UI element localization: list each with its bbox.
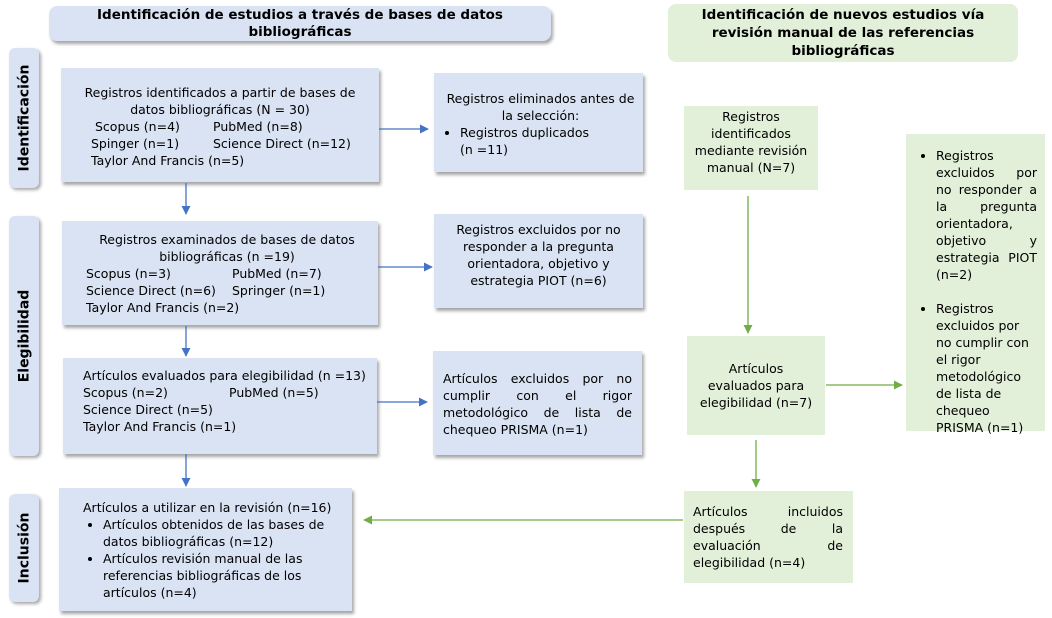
header-databases: Identificación de estudios a través de b…	[49, 6, 551, 41]
box1-line1: Registros identificados a partir de base…	[84, 85, 356, 100]
phase-inclusion: Inclusión	[9, 494, 39, 602]
box1-taylor: Taylor And Francis (n=5)	[91, 153, 245, 168]
header-manual-review: Identificación de nuevos estudios vía re…	[668, 4, 1018, 62]
box-manual-excluded: Registros excluidos por no responder a l…	[906, 134, 1045, 435]
excluded2-text: Artículos excluidos por no cumplir con e…	[443, 371, 632, 437]
header-manual-review-text: Identificación de nuevos estudios vía re…	[701, 7, 985, 59]
box4-line1: Artículos a utilizar en la revisión (n=1…	[83, 500, 332, 515]
box-articles-evaluated: Artículos evaluados para elegibilidad (n…	[63, 358, 377, 454]
box1-scopus: Scopus (n=4)	[95, 119, 180, 134]
box-manual-included: Artículos incluidos después de la evalua…	[684, 491, 853, 583]
box3-sciencedirect: Science Direct (n=5)	[83, 402, 213, 417]
box2-scopus: Scopus (n=3)	[86, 266, 171, 281]
box4-bullet-databases: Artículos obtenidos de las bases de dato…	[103, 516, 342, 550]
removed-line1: Registros eliminados antes de	[446, 91, 635, 106]
box-records-excluded-piot: Registros excluidos por no responder a l…	[434, 214, 643, 308]
box2-taylor: Taylor And Francis (n=2)	[86, 300, 240, 315]
removed-count: (n =11)	[460, 142, 509, 157]
manual-evaluated-text: Artículos evaluados para elegibilidad (n…	[699, 361, 813, 410]
box4-bullet-manual: Artículos revisión manual de las referen…	[103, 550, 342, 601]
box1-sciencedirect: Science Direct (n=12)	[213, 136, 351, 151]
box2-line2: bibliográficas (n =19)	[159, 249, 295, 264]
manual-excluded-bullet-prisma: Registros excluidos por no cumplir con e…	[936, 300, 1037, 436]
header-databases-text: Identificación de estudios a través de b…	[97, 6, 503, 40]
removed-line2: la selección:	[501, 108, 580, 123]
box2-springer: Springer (n=1)	[232, 283, 326, 298]
phase-elegibilidad: Elegibilidad	[9, 216, 39, 456]
box2-line1: Registros examinados de bases de datos	[99, 232, 355, 247]
box-records-identified: Registros identificados a partir de base…	[61, 68, 379, 182]
box3-line1: Artículos evaluados para elegibilidad (n…	[83, 368, 366, 383]
phase-identificacion: Identificación	[9, 48, 39, 188]
excluded1-text: Registros excluidos por no responder a l…	[456, 222, 621, 288]
box1-pubmed: PubMed (n=8)	[213, 119, 303, 134]
box-records-examined: Registros examinados de bases de datos b…	[62, 221, 378, 325]
box3-pubmed: PubMed (n=5)	[229, 385, 319, 400]
box2-pubmed: PubMed (n=7)	[232, 266, 322, 281]
box3-taylor: Taylor And Francis (n=1)	[83, 419, 237, 434]
manual-excluded-bullet-piot: Registros excluidos por no responder a l…	[936, 147, 1037, 283]
box-records-removed: Registros eliminados antes de la selecci…	[434, 73, 643, 172]
box2-sciencedirect: Science Direct (n=6)	[86, 283, 216, 298]
box-articles-excluded-prisma: Artículos excluidos por no cumplir con e…	[433, 351, 642, 455]
box-articles-included: Artículos a utilizar en la revisión (n=1…	[59, 488, 352, 611]
box-manual-identified: Registros identificados mediante revisió…	[684, 106, 818, 190]
removed-bullet-duplicates: Registros duplicados	[460, 124, 637, 141]
manual-identified-text: Registros identificados mediante revisió…	[694, 109, 808, 175]
box-manual-evaluated: Artículos evaluados para elegibilidad (n…	[687, 336, 825, 435]
box3-scopus: Scopus (n=2)	[83, 385, 168, 400]
manual-included-text: Artículos incluidos después de la evalua…	[693, 504, 843, 570]
box1-spinger: Spinger (n=1)	[91, 136, 180, 151]
box1-line2: datos bibliográficas (N = 30)	[130, 102, 310, 117]
